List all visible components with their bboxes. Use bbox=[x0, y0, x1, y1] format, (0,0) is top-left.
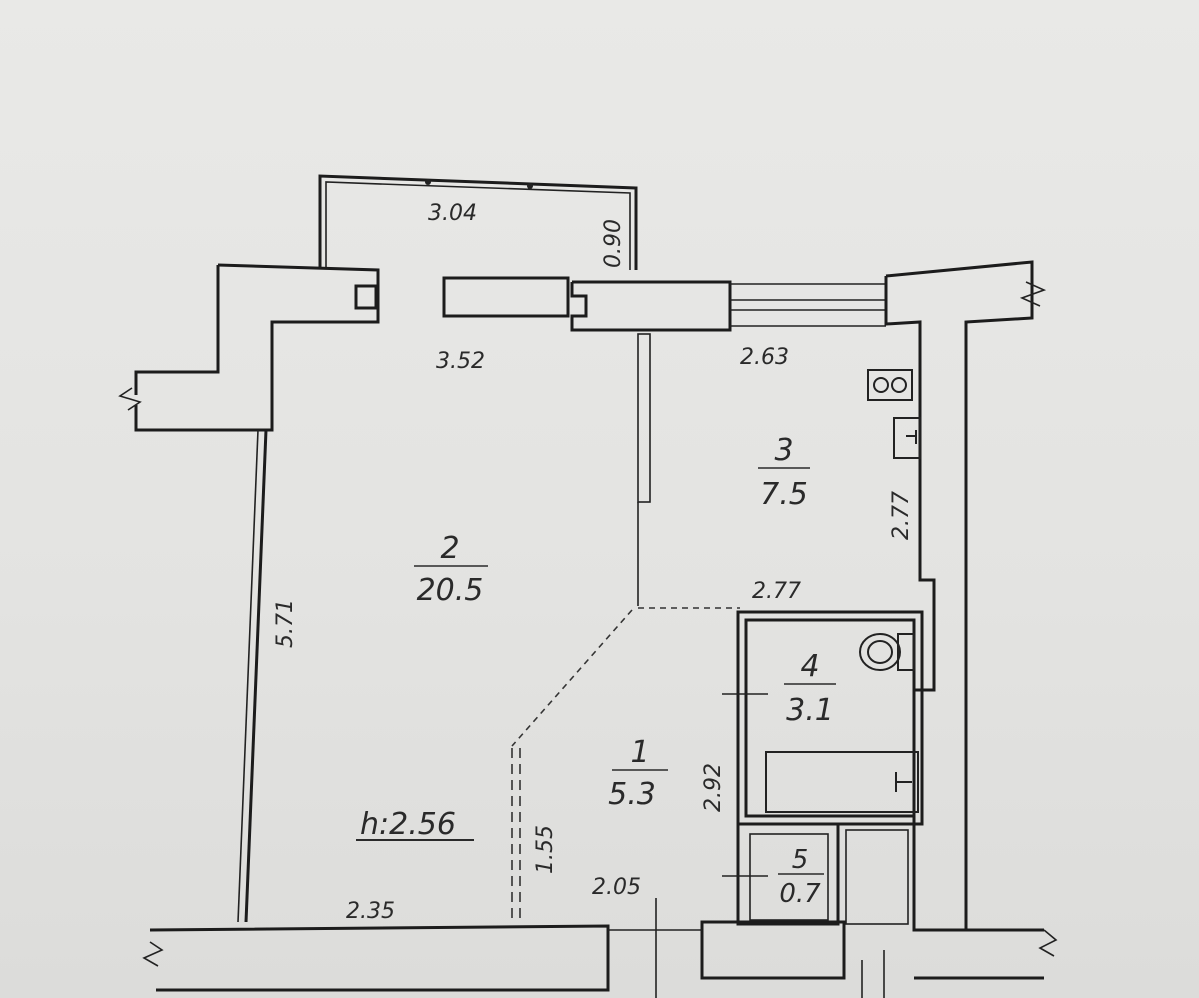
living-west-partition bbox=[237, 429, 268, 923]
balcony bbox=[318, 174, 638, 270]
dim-balcony-depth: 0.90 bbox=[601, 219, 626, 268]
dim-room3-depth: 2.77 bbox=[889, 491, 914, 540]
dim-room3-bottom: 2.77 bbox=[752, 579, 801, 604]
stove-icon bbox=[867, 369, 913, 401]
dim-room2-depth: 5.71 bbox=[273, 599, 298, 648]
room-2-label: 2 20.5 bbox=[414, 531, 488, 608]
dim-room3-width: 2.63 bbox=[740, 345, 789, 370]
room-5-area: 0.7 bbox=[779, 879, 821, 909]
dim-bottom-left: 2.35 bbox=[346, 899, 395, 924]
room-3-area: 7.5 bbox=[760, 477, 808, 512]
dim-balcony-width: 3.04 bbox=[428, 201, 477, 226]
room-3-label: 3 7.5 bbox=[758, 433, 810, 512]
bathtub-icon bbox=[765, 751, 919, 813]
room-4-area: 3.1 bbox=[786, 693, 834, 728]
right-exterior-wall bbox=[884, 260, 1047, 932]
dim-room2-width: 3.52 bbox=[436, 349, 485, 374]
bottom-wall bbox=[142, 898, 1058, 998]
kitchen-sink-icon bbox=[893, 417, 921, 459]
left-exterior-wall bbox=[118, 263, 380, 432]
top-wall-segment bbox=[442, 276, 732, 332]
living-kitchen-partition bbox=[637, 333, 651, 606]
room-2-number: 2 bbox=[440, 531, 459, 566]
room-1-label: 1 5.3 bbox=[608, 735, 668, 812]
bathroom-block bbox=[722, 610, 924, 926]
ceiling-height: h:2.56 bbox=[360, 807, 456, 842]
room-2-area: 20.5 bbox=[417, 573, 484, 608]
room-5-number: 5 bbox=[792, 845, 809, 875]
toilet-icon bbox=[859, 633, 915, 671]
room-4-label: 4 3.1 bbox=[784, 649, 836, 728]
zone-lines bbox=[511, 607, 740, 918]
dim-bottom-mid: 2.05 bbox=[592, 875, 641, 900]
dim-opening: 1.55 bbox=[533, 825, 558, 874]
room-4-number: 4 bbox=[800, 649, 819, 684]
room-5-label: 5 0.7 bbox=[778, 845, 824, 909]
room-1-area: 5.3 bbox=[608, 777, 656, 812]
room-1-number: 1 bbox=[630, 735, 649, 770]
room-3-number: 3 bbox=[774, 433, 793, 468]
kitchen-window bbox=[730, 283, 886, 327]
dim-hall-depth: 2.92 bbox=[701, 763, 726, 812]
